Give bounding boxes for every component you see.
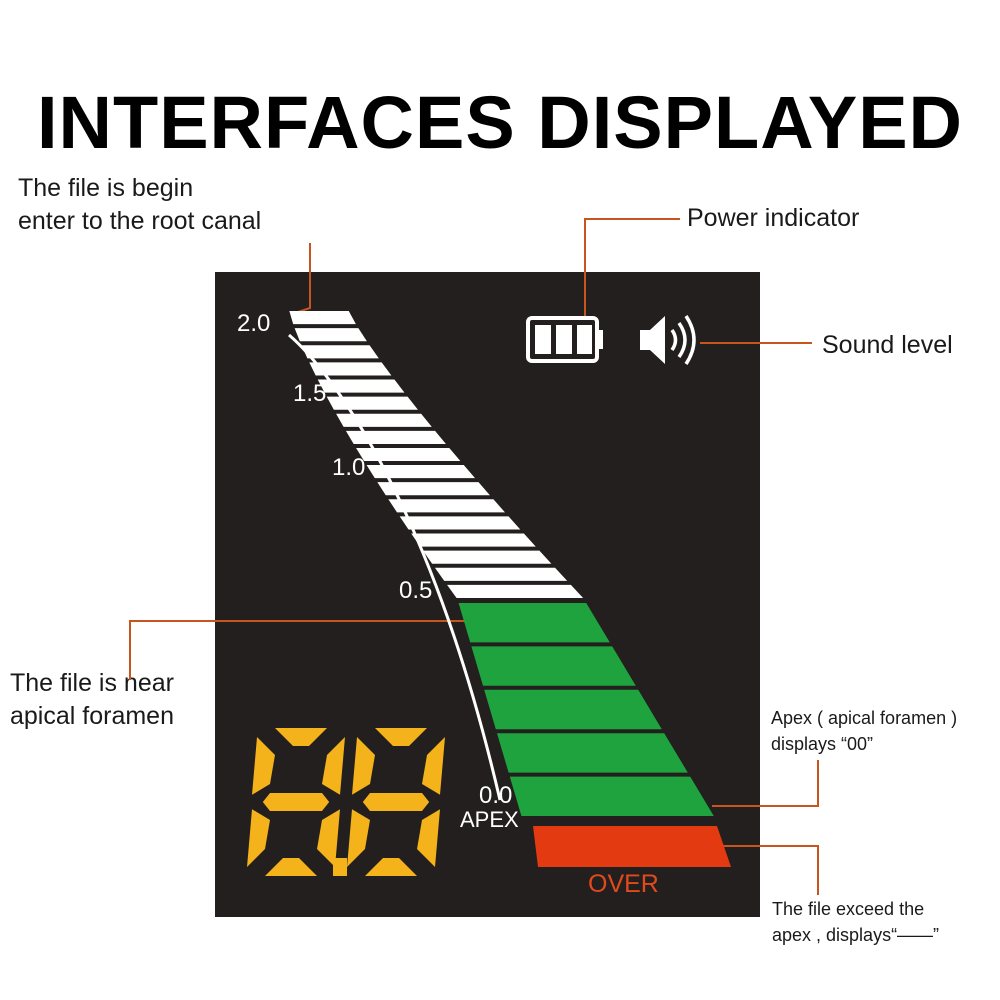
callout-apex-display-line1: Apex ( apical foramen ) bbox=[771, 708, 958, 728]
white-depth-segment bbox=[411, 533, 536, 547]
over-label: OVER bbox=[588, 870, 659, 898]
digit-segment bbox=[422, 737, 445, 795]
white-depth-segment bbox=[366, 465, 476, 479]
white-depth-segment bbox=[377, 482, 490, 496]
white-depth-segment bbox=[294, 328, 367, 342]
digit-segment bbox=[247, 809, 270, 867]
red-over-segment bbox=[533, 826, 731, 867]
digit-1 bbox=[247, 728, 345, 876]
callout-apex-display: Apex ( apical foramen ) displays “00” bbox=[771, 705, 957, 757]
page-title: INTERFACES DISPLAYED bbox=[37, 81, 963, 164]
callout-near-apex-line1: The file is near bbox=[10, 669, 174, 697]
callout-sound-level: Sound level bbox=[822, 331, 953, 359]
digit-segment bbox=[322, 737, 345, 795]
scale-label-0-0: 0.0 bbox=[479, 782, 512, 809]
digit-segment bbox=[275, 728, 327, 746]
green-depth-segment bbox=[509, 776, 714, 816]
digit-segment bbox=[362, 793, 430, 811]
white-depth-segment bbox=[422, 550, 552, 564]
callout-line-power bbox=[584, 218, 680, 318]
callout-file-begin: The file is begin enter to the root cana… bbox=[18, 172, 261, 238]
scale-label-1-5: 1.5 bbox=[293, 380, 326, 407]
callout-exceed-apex: The file exceed the apex , displays“——” bbox=[772, 896, 939, 948]
white-depth-segment bbox=[326, 396, 418, 410]
scale-label-0-5: 0.5 bbox=[399, 577, 432, 604]
callout-file-begin-line1: The file is begin bbox=[18, 174, 194, 202]
green-depth-segment bbox=[458, 603, 610, 643]
white-depth-segment bbox=[388, 499, 506, 513]
callout-near-apex-line2: apical foramen bbox=[10, 702, 174, 730]
white-depth-segment bbox=[309, 362, 392, 376]
depth-segments bbox=[289, 311, 731, 867]
digit-segment bbox=[417, 809, 440, 867]
apex-label: APEX bbox=[460, 807, 519, 832]
white-depth-segment bbox=[447, 584, 584, 598]
white-depth-segment bbox=[336, 413, 432, 427]
callout-exceed-apex-line1: The file exceed the bbox=[772, 899, 925, 919]
digit-segment bbox=[262, 793, 330, 811]
green-depth-segment bbox=[471, 646, 636, 686]
green-depth-segment bbox=[496, 733, 688, 773]
callout-power-indicator: Power indicator bbox=[687, 204, 860, 232]
white-depth-segment bbox=[317, 379, 405, 393]
white-depth-segment bbox=[434, 567, 568, 581]
decimal-point bbox=[333, 858, 347, 876]
white-depth-segment bbox=[399, 516, 521, 530]
digit-segment bbox=[375, 728, 427, 746]
digit-segment bbox=[347, 809, 370, 867]
callout-line-exceed bbox=[720, 845, 819, 895]
battery-icon bbox=[526, 316, 603, 363]
digit-segment bbox=[365, 858, 417, 876]
callout-line-apex bbox=[712, 760, 819, 807]
digit-segment bbox=[252, 737, 275, 795]
digit-segment bbox=[352, 737, 375, 795]
white-depth-segment bbox=[301, 345, 379, 359]
callout-near-apex: The file is near apical foramen bbox=[10, 667, 174, 733]
seven-segment-readout bbox=[247, 728, 445, 876]
callout-apex-display-line2: displays “00” bbox=[771, 734, 874, 754]
white-depth-segment bbox=[356, 447, 461, 462]
scale-label-2-0: 2.0 bbox=[237, 310, 270, 337]
callout-exceed-apex-line2: apex , displays“——” bbox=[772, 925, 940, 945]
callout-line-file-begin bbox=[297, 243, 311, 313]
green-depth-segment bbox=[484, 689, 662, 730]
callout-file-begin-line2: enter to the root canal bbox=[18, 207, 262, 235]
digit-segment bbox=[265, 858, 317, 876]
white-depth-segment bbox=[289, 311, 356, 325]
digit-2 bbox=[347, 728, 445, 876]
speaker-icon bbox=[640, 315, 696, 365]
white-depth-segment bbox=[345, 430, 446, 444]
digit-segment bbox=[317, 809, 340, 867]
callout-line-near-apex bbox=[129, 620, 467, 680]
scale-label-1-0: 1.0 bbox=[332, 454, 365, 481]
